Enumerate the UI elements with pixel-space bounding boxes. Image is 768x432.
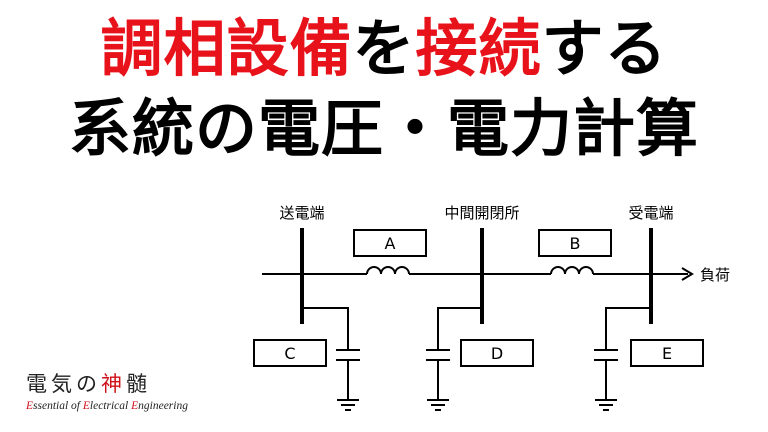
receiving-end-label: 受電端 (628, 204, 673, 222)
box-d (460, 339, 534, 367)
brand-logo: 電気の神髄 Essential of Electrical Engineerin… (26, 372, 196, 414)
title-line-1: 調相設備を接続する (0, 14, 768, 84)
logo-char: 気 (51, 372, 76, 396)
logo-char: 髄 (126, 372, 151, 396)
intermediate-station-label: 中間開閉所 (444, 204, 519, 222)
inductor-b (550, 266, 594, 275)
box-b (538, 229, 612, 257)
logo-english-tagline: Essential of Electrical Engineering (26, 398, 196, 414)
logo-char-accent: 神 (101, 372, 126, 396)
logo-kanji: 電気の神髄 (26, 372, 196, 396)
title-line-2: 系統の電圧・電力計算 (68, 92, 699, 165)
title-red-text-1: 調相設備 (100, 12, 353, 85)
logo-word: lectrical (89, 400, 132, 412)
load-arrow (681, 267, 694, 281)
box-c (253, 339, 327, 367)
logo-cap-letter: E (82, 400, 90, 412)
shunt-wire-receiving (605, 307, 651, 350)
logo-word: ngineering (138, 400, 188, 412)
logo-char: 電 (26, 372, 51, 396)
box-e (630, 339, 704, 367)
shunt-wire-sending (302, 307, 349, 350)
sending-end-label: 送電端 (279, 204, 324, 222)
logo-word: ssential of (33, 400, 83, 412)
box-c-label: C (284, 344, 295, 363)
inductor-a (366, 266, 410, 275)
logo-char: の (76, 372, 101, 396)
shunt-wire-intermediate (437, 307, 482, 350)
logo-cap-letter: E (131, 400, 139, 412)
box-b-label: B (570, 234, 581, 253)
title-red-text-2: 接続 (415, 12, 542, 85)
box-a (353, 229, 427, 257)
title-black-text-1: を (352, 12, 416, 85)
logo-cap-letter: E (26, 400, 34, 412)
title-black-text-2: する (541, 12, 668, 85)
box-a-label: A (385, 234, 396, 253)
load-label: 負荷 (700, 266, 730, 284)
box-d-label: D (491, 344, 503, 363)
box-e-label: E (662, 344, 672, 363)
